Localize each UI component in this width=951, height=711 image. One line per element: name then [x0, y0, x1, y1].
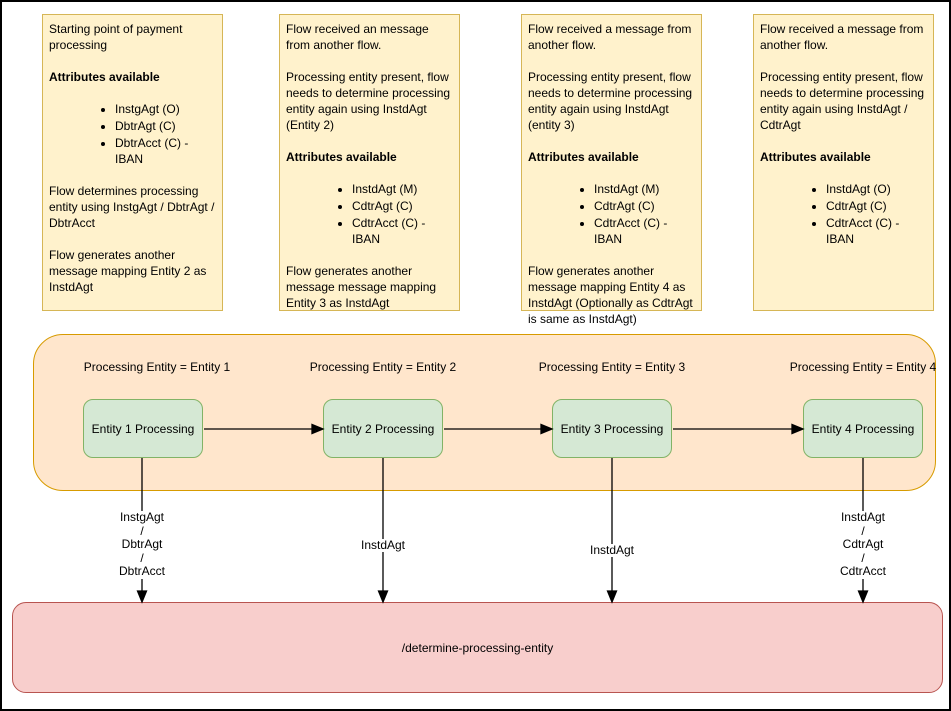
attribute-item: CdtrAgt (C)	[594, 198, 695, 214]
edge-label-line: /	[861, 550, 865, 565]
processing-entity-label-2: Processing Entity = Entity 2	[309, 360, 457, 374]
note-paragraph: Flow received an message from another fl…	[286, 22, 429, 52]
attribute-item: InstgAgt (O)	[115, 101, 216, 117]
endpoint-label: /determine-processing-entity	[401, 640, 554, 655]
note-paragraph: Processing entity present, flow needs to…	[528, 70, 693, 132]
attribute-item: CdtrAgt (C)	[826, 198, 927, 214]
entity-2-processing-box: Entity 2 Processing	[323, 399, 443, 458]
note-paragraph: Processing entity present, flow needs to…	[760, 70, 925, 132]
entity-3-processing-box: Entity 3 Processing	[552, 399, 672, 458]
edge-label-line: /	[861, 523, 865, 538]
edge-label-line: /	[140, 523, 144, 538]
note-entity-1: Starting point of payment processing Att…	[42, 14, 223, 311]
processing-entity-label-3: Processing Entity = Entity 3	[538, 360, 686, 374]
attributes-heading: Attributes available	[760, 150, 871, 164]
attribute-item: CdtrAcct (C) - IBAN	[352, 215, 453, 247]
attribute-item: DbtrAcct (C) - IBAN	[115, 135, 216, 167]
edge-label-line: InstdAgt	[840, 510, 886, 524]
attribute-item: InstdAgt (O)	[826, 181, 927, 197]
attribute-item: CdtrAcct (C) - IBAN	[826, 215, 927, 247]
entity-1-processing-box: Entity 1 Processing	[83, 399, 203, 458]
note-paragraph: Processing entity present, flow needs to…	[286, 70, 451, 132]
edge-label-line: DbtrAgt	[121, 537, 163, 551]
attribute-item: InstdAgt (M)	[352, 181, 453, 197]
processing-entity-label-1: Processing Entity = Entity 1	[83, 360, 231, 374]
determine-processing-entity-box: /determine-processing-entity	[12, 602, 943, 693]
processing-entity-label-4: Processing Entity = Entity 4	[789, 360, 937, 374]
edge-label-line: /	[140, 550, 144, 565]
note-entity-3: Flow received a message from another flo…	[521, 14, 702, 326]
note-paragraph: Flow determines processing entity using …	[49, 184, 215, 230]
edge-label-entity3-attributes: InstdAgt	[587, 543, 637, 557]
edge-label-line: CdtrAcct	[839, 564, 887, 578]
edge-label-entity2-attributes: InstdAgt	[358, 538, 408, 552]
attribute-item: DbtrAgt (C)	[115, 118, 216, 134]
note-paragraph: Flow received a message from another flo…	[760, 22, 924, 52]
attributes-heading: Attributes available	[49, 70, 160, 84]
attribute-item: InstdAgt (M)	[594, 181, 695, 197]
note-paragraph: Flow generates another message mapping E…	[49, 248, 207, 294]
note-paragraph: Starting point of payment processing	[49, 22, 183, 52]
note-paragraph: Flow generates another message mapping E…	[528, 264, 693, 326]
edge-label-line: CdtrAgt	[842, 537, 884, 551]
note-entity-4: Flow received a message from another flo…	[753, 14, 934, 311]
attribute-list: InstdAgt (M) CdtrAgt (C) CdtrAcct (C) - …	[286, 181, 453, 247]
attribute-list: InstdAgt (M) CdtrAgt (C) CdtrAcct (C) - …	[528, 181, 695, 247]
attribute-list: InstgAgt (O) DbtrAgt (C) DbtrAcct (C) - …	[49, 101, 216, 167]
note-paragraph: Flow received a message from another flo…	[528, 22, 692, 52]
attributes-heading: Attributes available	[528, 150, 639, 164]
edge-label-line: InstgAgt	[119, 510, 165, 524]
attribute-list: InstdAgt (O) CdtrAgt (C) CdtrAcct (C) - …	[760, 181, 927, 247]
note-entity-2: Flow received an message from another fl…	[279, 14, 460, 311]
edge-label-line: DbtrAcct	[118, 564, 166, 578]
attribute-item: CdtrAcct (C) - IBAN	[594, 215, 695, 247]
edge-label-entity4-attributes: InstdAgt / CdtrAgt / CdtrAcct	[837, 510, 889, 579]
entity-4-processing-box: Entity 4 Processing	[803, 399, 923, 458]
attributes-heading: Attributes available	[286, 150, 397, 164]
edge-label-entity1-attributes: InstgAgt / DbtrAgt / DbtrAcct	[116, 510, 168, 579]
note-paragraph: Flow generates another message message m…	[286, 264, 437, 310]
attribute-item: CdtrAgt (C)	[352, 198, 453, 214]
